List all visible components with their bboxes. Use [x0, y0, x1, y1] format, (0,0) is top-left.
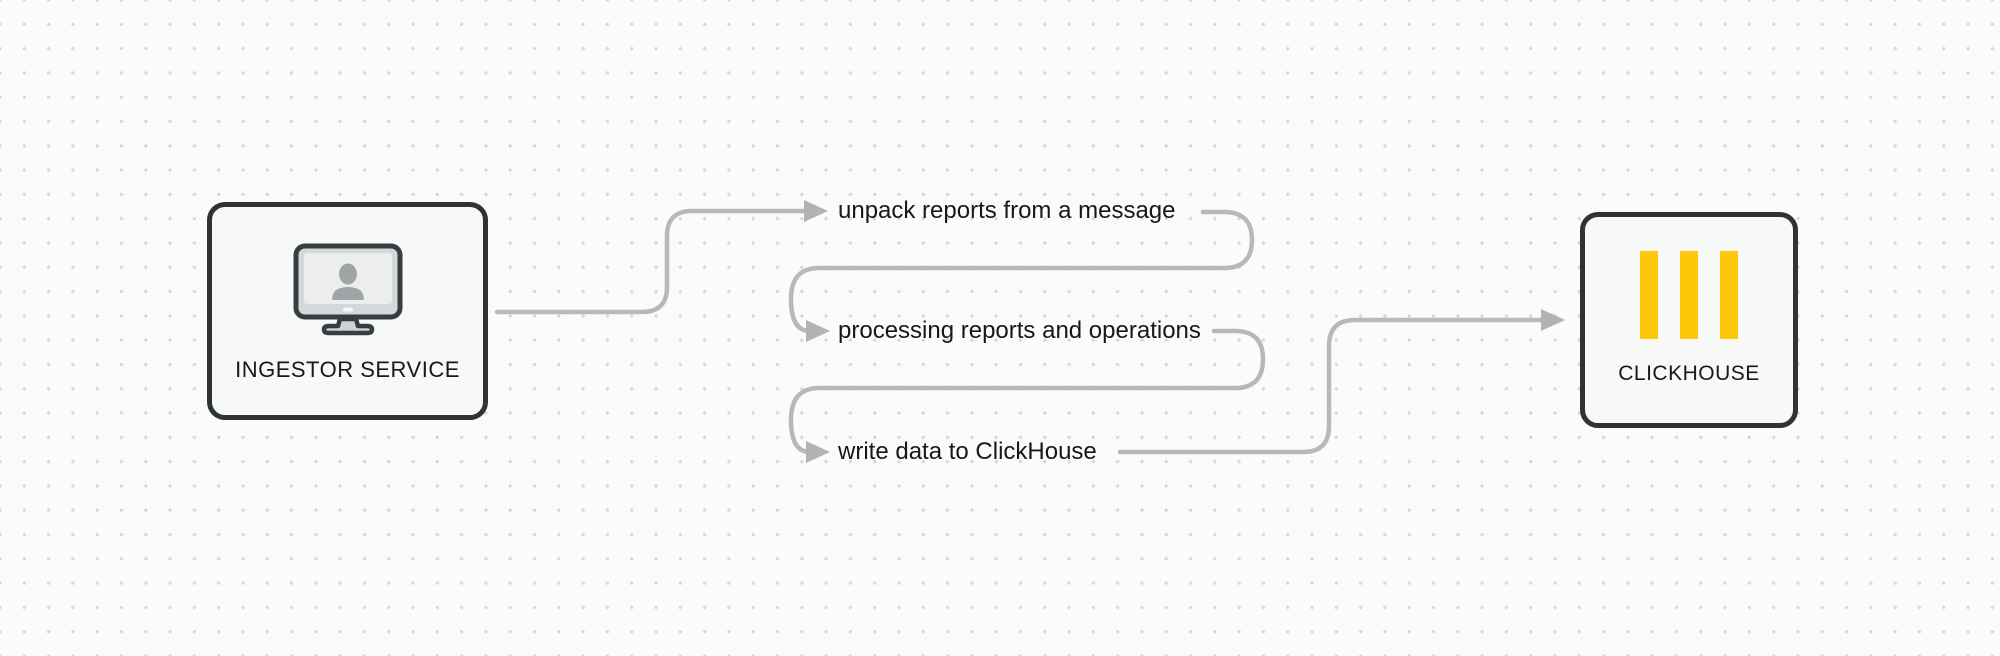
step-label-processing-reports: processing reports and operations [838, 317, 1201, 344]
arrowhead-icon [806, 441, 830, 463]
arrowhead-icon [806, 320, 830, 342]
monitor-user-icon [293, 243, 402, 336]
node-clickhouse[interactable]: CLICKHOUSE [1580, 212, 1798, 428]
connector-step3-to-clickhouse [1117, 317, 1545, 455]
step-label-unpack-reports: unpack reports from a message [838, 197, 1176, 224]
clickhouse-logo-icon [1640, 251, 1738, 339]
step-label-write-data: write data to ClickHouse [838, 438, 1097, 465]
arrowhead-icon [804, 200, 828, 222]
connector-step2-to-step3 [788, 328, 1266, 455]
node-ingestor-service[interactable]: INGESTOR SERVICE [207, 202, 488, 420]
arrowhead-icon [1541, 309, 1565, 331]
connector-ingestor-to-step1 [494, 208, 807, 315]
connector-step1-to-step2 [788, 209, 1255, 334]
node-label-clickhouse: CLICKHOUSE [1618, 362, 1760, 385]
node-label-ingestor-service: INGESTOR SERVICE [235, 357, 460, 382]
